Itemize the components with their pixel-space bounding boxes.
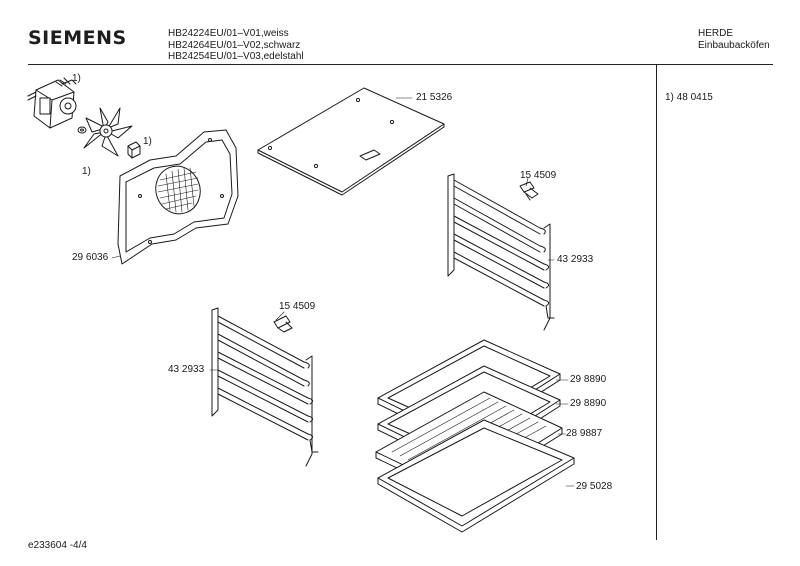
rack-right-label: 43 2933 bbox=[557, 254, 594, 265]
screw-right-label: 15 4509 bbox=[520, 170, 557, 181]
rear-panel bbox=[117, 129, 239, 265]
fan-washer bbox=[77, 126, 87, 134]
fan-wheel bbox=[83, 107, 133, 157]
screw-right bbox=[519, 181, 539, 201]
model-list: HB24224EU/01–V01,weiss HB24264EU/01–V02,… bbox=[168, 28, 304, 63]
brand-logo: SIEMENS bbox=[28, 27, 127, 49]
rack-left-label: 43 2933 bbox=[168, 364, 205, 375]
side-rack-left bbox=[211, 307, 319, 467]
nut-note-label: 1) bbox=[143, 136, 152, 147]
category-line-1: HERDE bbox=[698, 28, 734, 39]
fan-nut bbox=[127, 141, 141, 159]
leader-lines bbox=[111, 97, 575, 487]
header-divider bbox=[28, 64, 773, 65]
rear-panel-label: 29 6036 bbox=[72, 252, 109, 263]
grill-grid-label: 28 9887 bbox=[566, 428, 603, 439]
model-line-3: HB24254EU/01–V03,edelstahl bbox=[168, 51, 304, 62]
motor-note-label: 1) bbox=[72, 73, 81, 84]
baking-tray bbox=[377, 419, 575, 533]
cover-plate bbox=[257, 87, 445, 196]
footnote-divider bbox=[656, 65, 657, 540]
screw-left bbox=[273, 315, 293, 333]
category-block: HERDE Einbaubacköfen bbox=[698, 28, 770, 51]
baking-tray-label: 29 5028 bbox=[576, 481, 613, 492]
cover-plate-label: 21 5326 bbox=[416, 92, 453, 103]
document-id: e233604 -4/4 bbox=[28, 540, 87, 551]
tray-2-label: 29 8890 bbox=[570, 398, 607, 409]
tray-1-label: 29 8890 bbox=[570, 374, 607, 385]
footnote: 1) 48 0415 bbox=[665, 92, 713, 103]
fan-note-label: 1) bbox=[82, 166, 91, 177]
model-line-1: HB24224EU/01–V01,weiss bbox=[168, 28, 289, 39]
model-line-2: HB24264EU/01–V02,schwarz bbox=[168, 39, 301, 51]
side-rack-right bbox=[447, 173, 555, 331]
category-line-2: Einbaubacköfen bbox=[698, 39, 770, 51]
screw-left-label: 15 4509 bbox=[279, 301, 316, 312]
fan-motor bbox=[27, 77, 77, 129]
